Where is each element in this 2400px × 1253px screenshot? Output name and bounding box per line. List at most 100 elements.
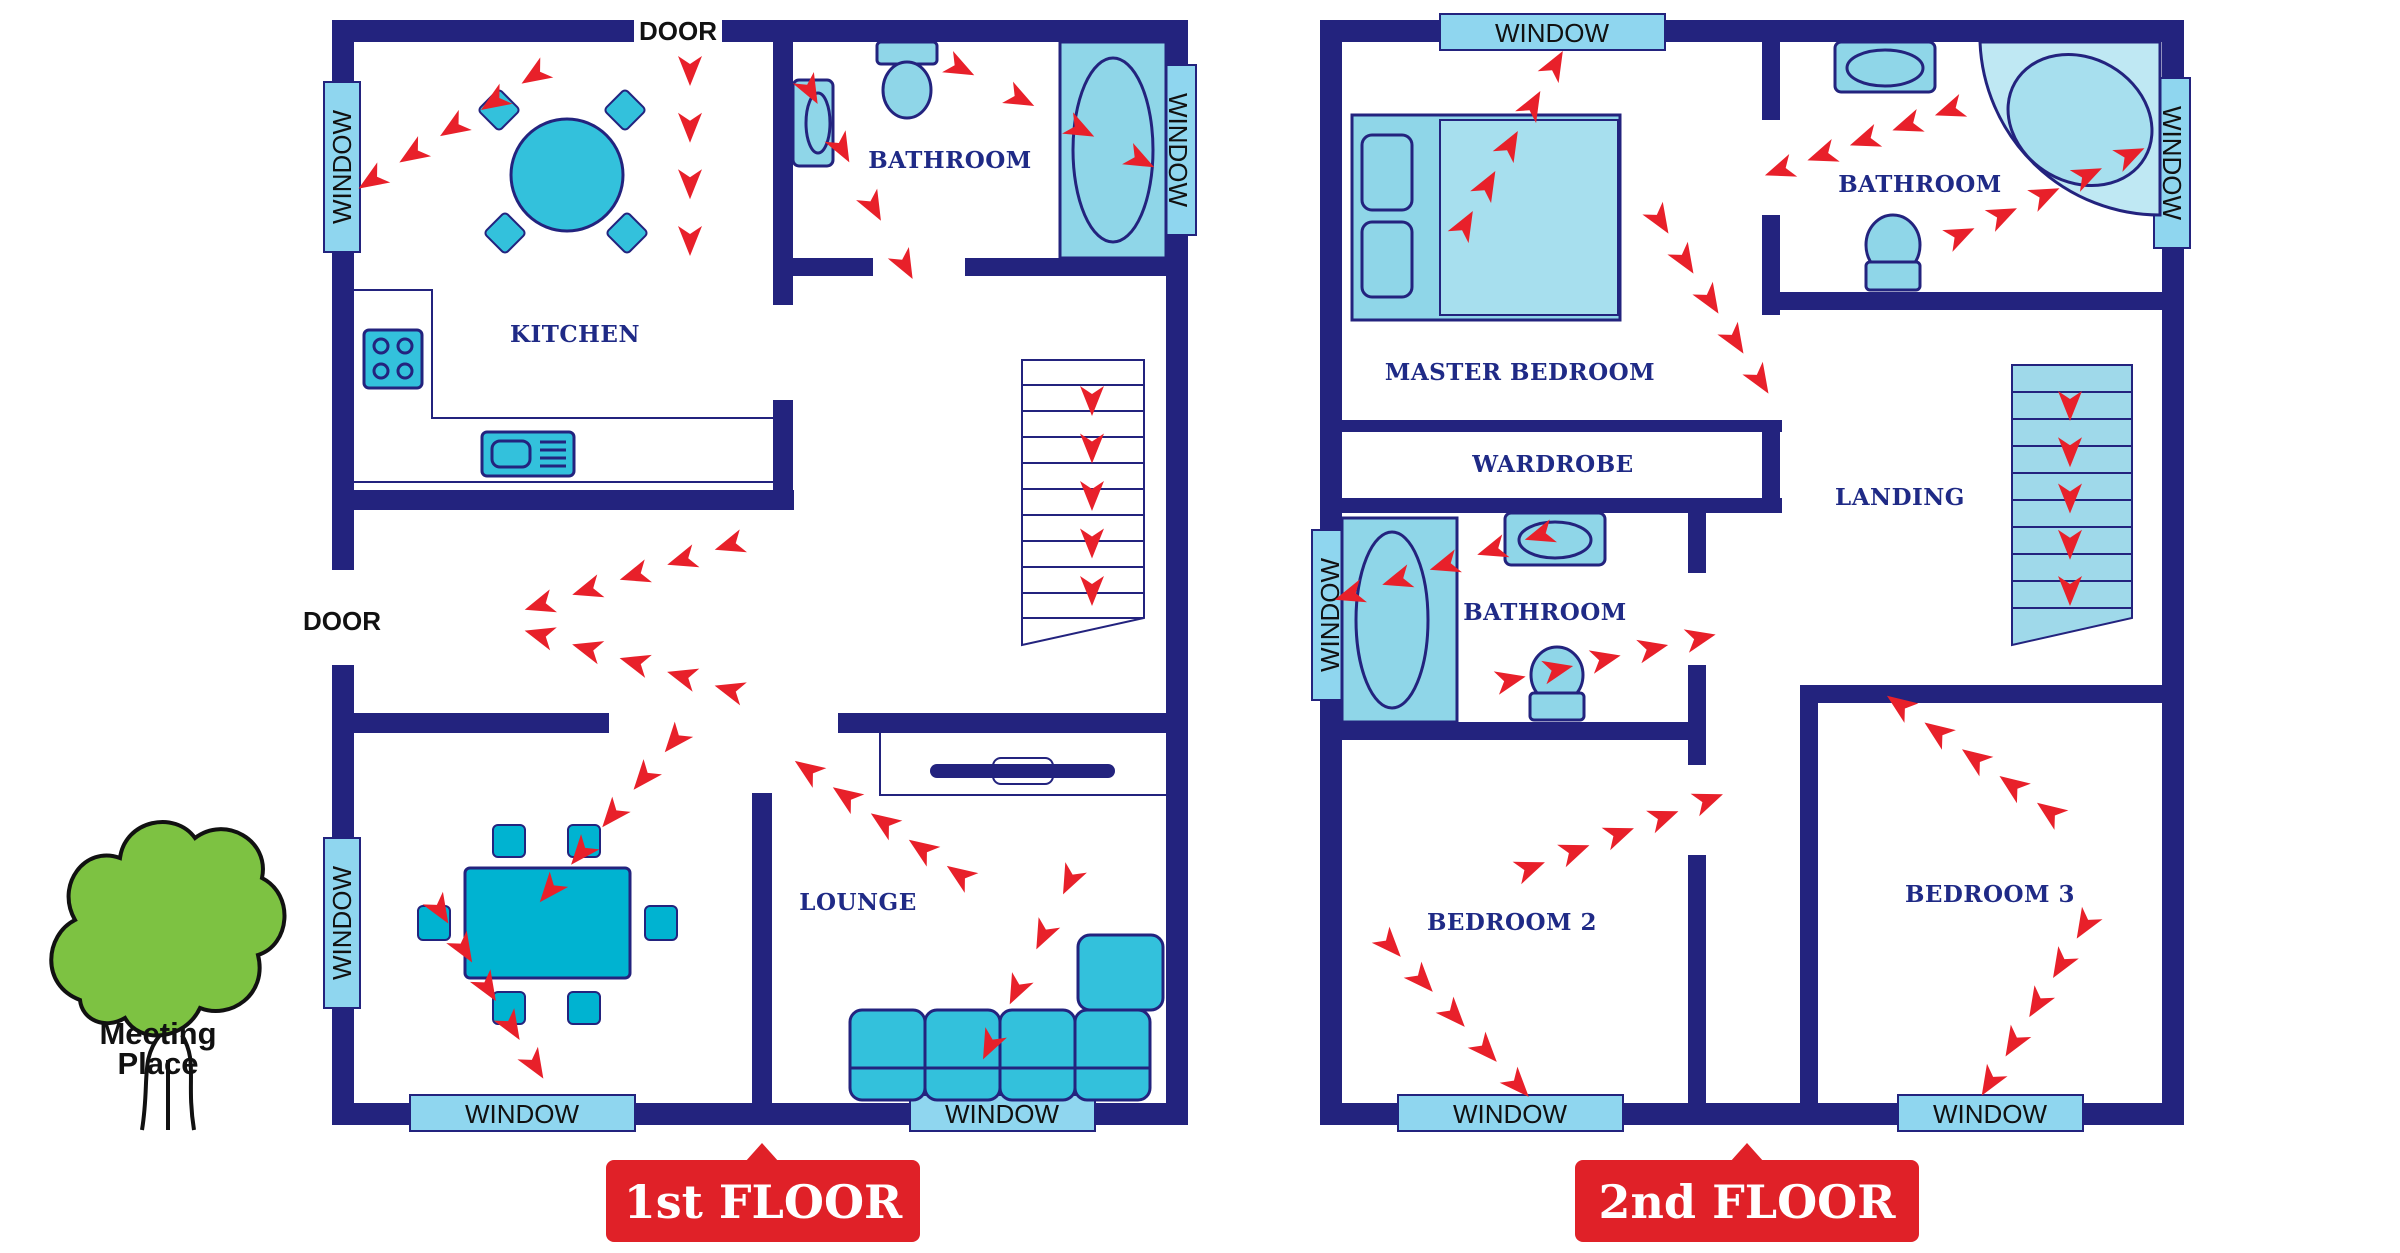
wall [1688,665,1706,765]
window-bedroom2: WINDOW [1397,1094,1624,1132]
window-label: WINDOW [1163,93,1193,208]
wall [1762,20,1780,120]
window-bottom-right: WINDOW [909,1094,1096,1132]
exit-arrow-icon [480,83,513,110]
bathtub-icon [1058,40,1168,260]
exit-arrow-icon [619,559,652,583]
exit-arrow-icon [1601,827,1634,851]
wall [773,20,793,305]
exit-arrow-icon [1002,81,1035,106]
exit-arrow-icon [1849,124,1883,147]
exit-arrow-icon [2069,168,2102,192]
bed-icon [1350,113,1622,322]
window-label: WINDOW [1495,18,1610,48]
wall [838,713,1188,733]
wall [2162,20,2184,1125]
exit-arrow-icon [1807,139,1840,162]
wall [354,713,609,733]
exit-arrow-icon [1934,94,1968,117]
exit-arrow-icon [1667,241,1694,274]
wall [1762,420,1780,513]
exit-arrow-icon [678,169,702,200]
exit-arrow-icon [1009,972,1034,1005]
exit-arrow-icon [524,589,557,613]
exit-arrow-icon [1499,1066,1529,1097]
room-label-wardrobe: WARDROBE [1471,451,1633,478]
window-bedroom3: WINDOW [1897,1094,2084,1132]
exit-arrow-icon [2036,802,2069,830]
room-label-bedroom2: BEDROOM 2 [1427,909,1597,936]
door-label-left: DOOR [303,606,381,636]
exit-arrow-icon [1981,1063,2008,1096]
bath2-sink-icon [1833,40,1937,94]
window-label: WINDOW [465,1099,580,1129]
exit-arrow-icon [1961,749,1994,777]
window-label: WINDOW [945,1099,1060,1129]
corner-tub-icon [1978,40,2162,217]
exit-arrow-icon [572,574,605,598]
exit-arrow-icon [1063,862,1087,895]
exit-arrow-icon [1999,776,2031,804]
exit-arrow-icon [1984,208,2017,232]
exit-arrow-icon [1492,131,1518,164]
floor2-walls [1320,20,2184,1125]
exit-arrow-icon [469,969,496,1002]
exit-arrow-icon [678,226,702,256]
kitchen-dining-table [478,89,648,254]
exit-arrow-icon [572,641,605,665]
exit-arrow-icon [399,136,432,163]
window-label: WINDOW [2157,106,2187,221]
window-bath3: WINDOW [1311,529,1349,701]
exit-arrow-icon [1334,579,1367,603]
wall [752,793,772,1103]
exit-arrow-icon [2027,188,2060,212]
exit-arrow-icon [524,627,557,651]
exit-arrow-icon [422,891,449,924]
exit-arrow-icon [1470,171,1496,204]
exit-arrow-icon [1717,321,1744,354]
floor2-label: 2nd FLOOR [1598,1175,1896,1229]
exit-arrow-icon [2058,391,2082,421]
exit-arrow-icon [1892,109,1925,132]
room-label-kitchen: KITCHEN [510,321,640,348]
exit-arrow-icon [887,246,913,280]
floor1-plan: WINDOW WINDOW WINDOW WINDOW WINDOW DOOR … [303,16,1197,1132]
sofa-icon [848,933,1165,1102]
exit-arrow-icon [1646,810,1679,834]
room-label-master-bedroom: MASTER BEDROOM [1385,359,1655,386]
floor2-badge: 2nd FLOOR [1575,1143,1919,1242]
exit-arrow-icon [1557,844,1590,868]
wall [965,258,1188,276]
wall [722,20,1188,42]
wall [1800,685,1818,1105]
exit-route-arrows [358,50,2145,1097]
exit-arrow-icon [1642,201,1669,234]
exit-arrow-icon [1515,91,1541,124]
floor2-plan: WINDOW WINDOW WINDOW WINDOW WINDOW [1311,13,2191,1132]
meeting-place-line1: Meeting [99,1016,216,1051]
meeting-place-tree-icon: Meeting Place [49,820,287,1131]
bath2-toilet-icon [1864,213,1922,292]
window-label: WINDOW [327,110,357,225]
room-label-bathroom: BATHROOM [868,147,1032,174]
exit-arrow-icon [602,796,631,828]
kitchen-counter [354,289,773,483]
exit-arrow-icon [667,544,700,568]
stove-icon [362,328,424,390]
exit-arrow-icon [633,759,662,790]
wall [773,400,793,510]
wall [1762,215,1780,315]
exit-arrow-icon [571,834,600,865]
exit-arrow-icon [2058,437,2082,468]
exit-arrow-icon [1477,534,1510,558]
exit-arrow-icon [2112,148,2145,172]
exit-arrow-icon [521,57,554,84]
exit-arrow-icon [1683,629,1716,653]
exit-arrow-icon [1493,671,1526,695]
bath3-tub-icon [1340,516,1459,724]
exit-arrow-icon [664,721,694,753]
exit-arrow-icon [678,56,702,86]
room-label-bedroom3: BEDROOM 3 [1905,881,2075,908]
wall [773,258,873,276]
